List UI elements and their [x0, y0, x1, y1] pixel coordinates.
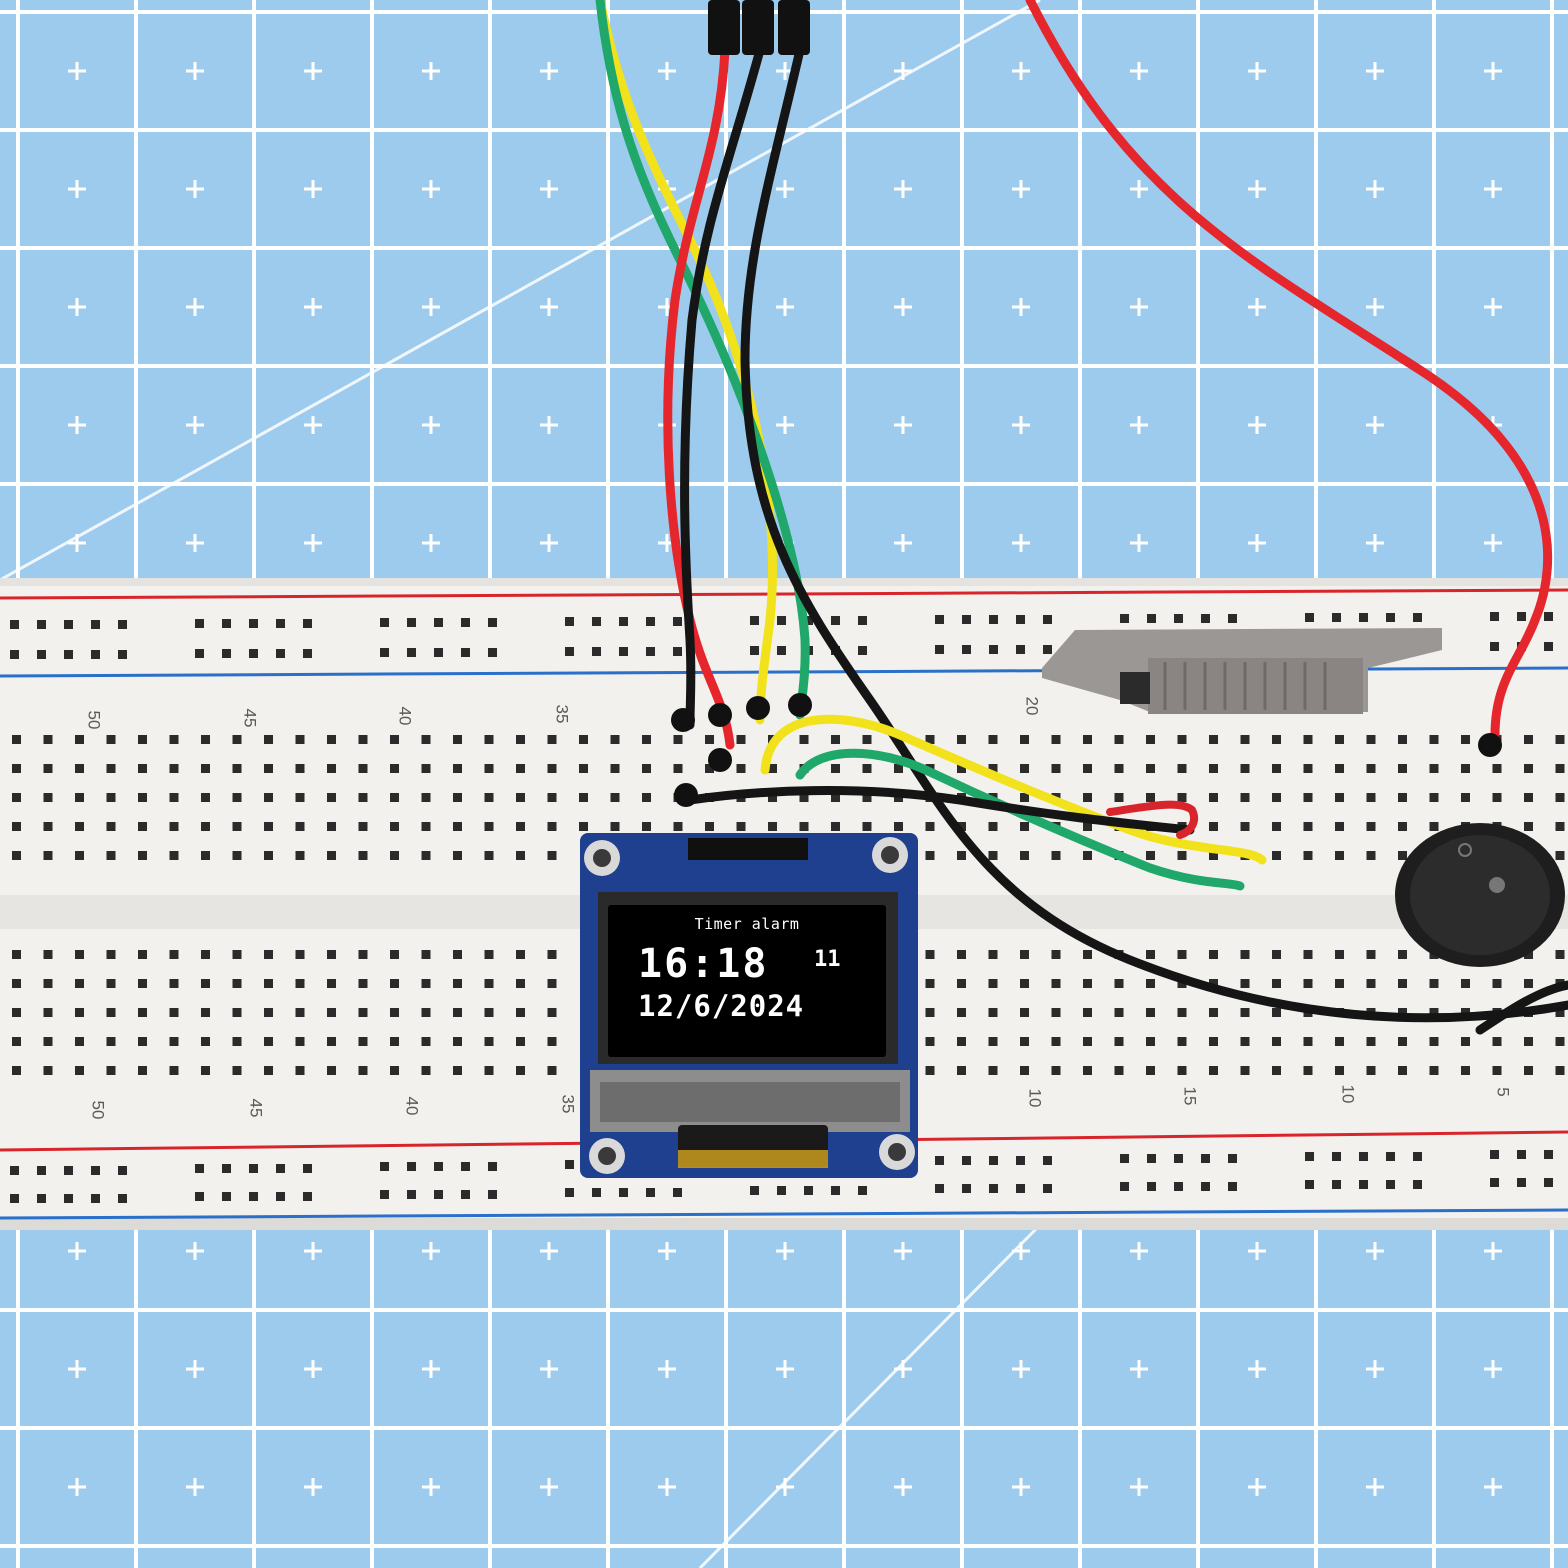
column-label: 40 [395, 706, 415, 726]
wire-black [680, 45, 765, 730]
dupont-headers [671, 0, 1502, 807]
wire-yellow-bridge [760, 714, 1267, 865]
wire-red [1025, 0, 1553, 740]
mat-diagonal-line [0, 0, 1041, 582]
column-label: 5 [1493, 1087, 1513, 1097]
wire-black [740, 45, 1568, 1023]
wire-red-bridge [1106, 800, 1199, 839]
oled-display: Timer alarm 16:18 11 12/6/2024 [608, 905, 886, 1057]
column-label: 50 [88, 1100, 108, 1120]
column-label: 15 [1180, 1086, 1200, 1106]
slide-switch [1042, 628, 1442, 714]
column-label: 10 [1025, 1088, 1045, 1108]
rail-stripe-red [0, 588, 1568, 600]
mat-diagonal-line [698, 1223, 1042, 1568]
column-label: 50 [84, 710, 104, 730]
rail-stripe-blue [0, 1208, 1568, 1220]
display-seconds: 11 [814, 947, 841, 972]
column-label: 20 [1022, 696, 1042, 716]
display-date: 12/6/2024 [638, 989, 805, 1023]
breadboard-holes [10, 612, 1565, 1203]
display-time: 16:18 [638, 941, 769, 987]
wire-red [663, 45, 735, 750]
column-label: 45 [246, 1098, 266, 1118]
display-title: Timer alarm [694, 915, 800, 933]
wire-black-bridge [685, 786, 1195, 835]
piezo-buzzer [1395, 823, 1565, 967]
column-label: 35 [552, 704, 572, 724]
column-label: 35 [558, 1094, 578, 1114]
jumper-wires [595, 0, 1568, 1035]
column-label: 40 [402, 1096, 422, 1116]
column-label: 45 [240, 708, 260, 728]
column-label: 10 [1338, 1084, 1358, 1104]
